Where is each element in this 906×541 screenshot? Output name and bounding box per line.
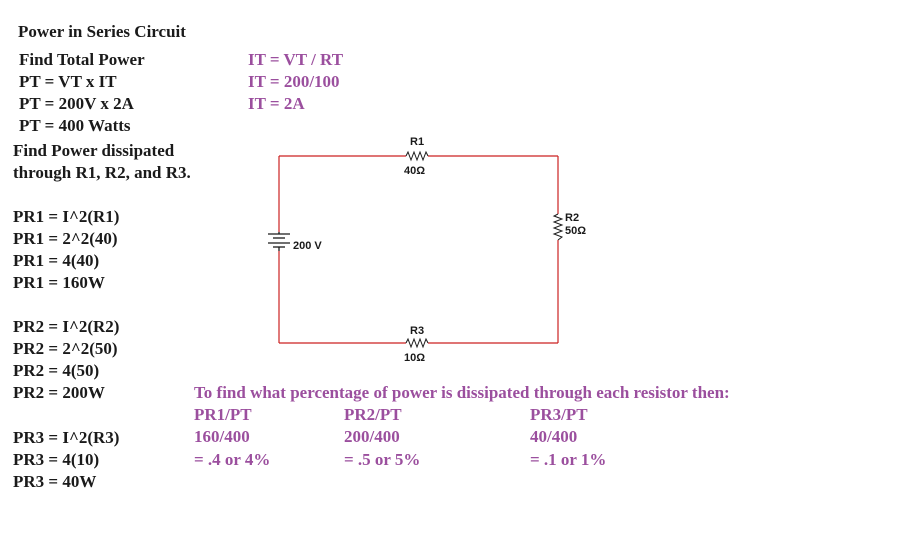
r3-value-label: 10Ω	[404, 352, 426, 364]
current-line: IT = 200/100	[248, 72, 340, 91]
pr3-percent: = .1 or 1%	[530, 450, 607, 469]
pr3-line: PR3 = I^2(R3)	[13, 428, 120, 447]
dissipated-heading: through R1, R2, and R3.	[13, 163, 191, 182]
page-title: Power in Series Circuit	[18, 22, 186, 41]
r1-name-label: R1	[410, 136, 425, 148]
pr3-line: PR3 = 40W	[13, 472, 97, 491]
r2-name-label: R2	[565, 212, 580, 224]
total-power-line: PT = 200V x 2A	[19, 94, 134, 113]
current-line: IT = 2A	[248, 94, 305, 113]
percentage-heading: To find what percentage of power is diss…	[194, 383, 730, 402]
resistor-r1-symbol	[405, 150, 429, 162]
pr3-fraction: 40/400	[530, 427, 578, 446]
pr1-percent: = .4 or 4%	[194, 450, 271, 469]
total-power-line: PT = 400 Watts	[19, 116, 131, 135]
source-voltage-label: 200 V	[293, 240, 322, 252]
pr2-percent: = .5 or 5%	[344, 450, 421, 469]
resistor-r2-symbol	[552, 213, 564, 241]
pr2-fraction: 200/400	[344, 427, 400, 446]
pr1-line: PR1 = 4(40)	[13, 251, 100, 270]
pr2-line: PR2 = 200W	[13, 383, 105, 402]
pr2-line: PR2 = 2^2(50)	[13, 339, 118, 358]
total-power-line: PT = VT x IT	[19, 72, 117, 91]
pr1-fraction: 160/400	[194, 427, 250, 446]
pr2-line: PR2 = 4(50)	[13, 361, 100, 380]
pr1-line: PR1 = 160W	[13, 273, 105, 292]
pr2-ratio: PR2/PT	[344, 405, 402, 424]
r3-name-label: R3	[410, 325, 425, 337]
pr1-line: PR1 = I^2(R1)	[13, 207, 120, 226]
total-power-heading: Find Total Power	[19, 50, 145, 69]
r2-value-label: 50Ω	[565, 225, 587, 237]
pr1-line: PR1 = 2^2(40)	[13, 229, 118, 248]
battery-symbol	[268, 232, 290, 251]
circuit-wires	[278, 155, 559, 344]
resistor-r3-symbol	[405, 337, 429, 349]
r1-value-label: 40Ω	[404, 165, 426, 177]
current-line: IT = VT / RT	[248, 50, 344, 69]
pr1-ratio: PR1/PT	[194, 405, 252, 424]
pr3-line: PR3 = 4(10)	[13, 450, 100, 469]
pr3-ratio: PR3/PT	[530, 405, 588, 424]
pr2-line: PR2 = I^2(R2)	[13, 317, 120, 336]
dissipated-heading: Find Power dissipated	[13, 141, 175, 160]
